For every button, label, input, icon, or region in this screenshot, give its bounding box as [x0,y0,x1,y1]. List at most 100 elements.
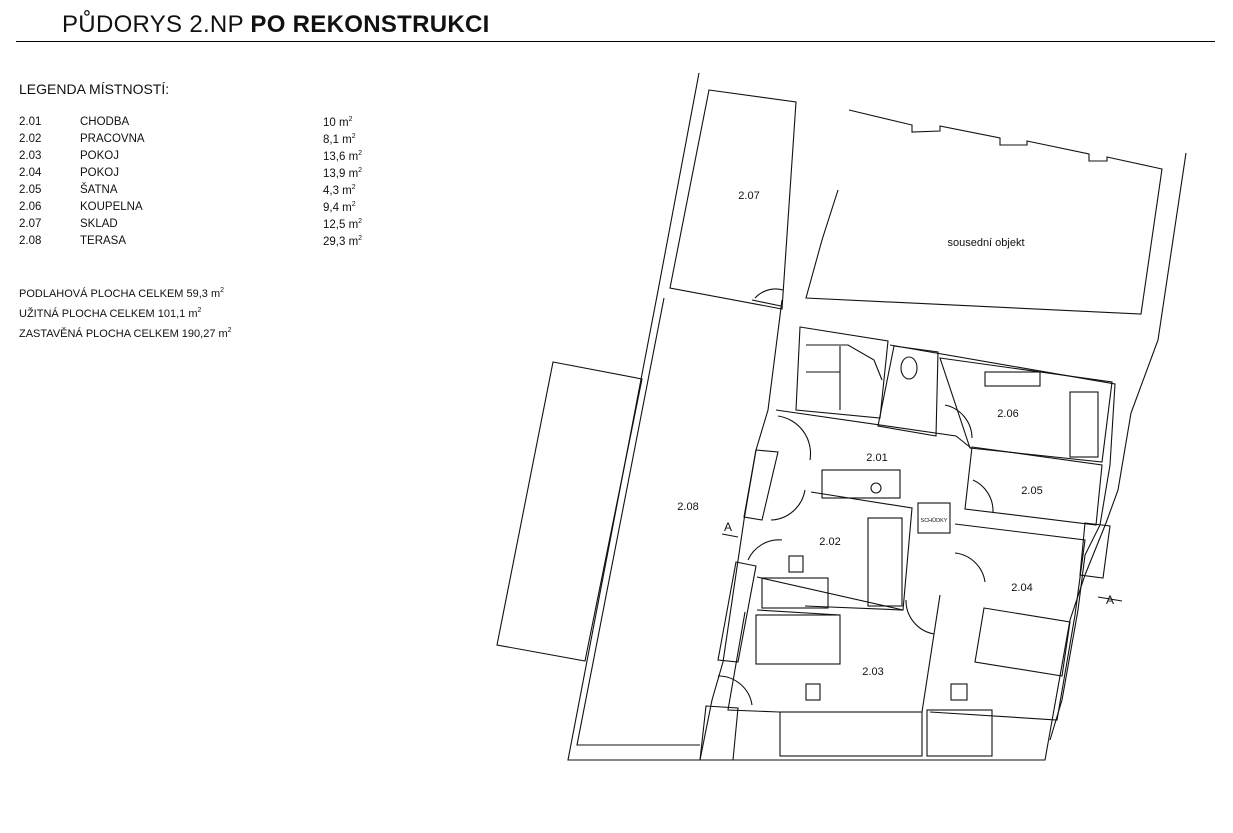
room-area-value: 13,9 m [323,168,359,180]
legend-row: 2.07 SKLAD 12,5 m2 [19,218,379,235]
bathtub [1069,391,1099,458]
room-area-value: 29,3 m [323,236,359,248]
room-area-value: 9,4 m [323,202,352,214]
door-swing [717,675,753,706]
room-label-206: 2.06 [997,408,1018,420]
room-204-outline [929,523,1086,721]
door-swing [944,404,973,439]
door-swing [972,479,994,513]
room-203-outline [727,594,941,713]
sink [870,482,882,494]
desk [761,577,829,609]
room-name: TERASA [80,235,127,247]
legend-row: 2.03 POKOJ 13,6 m2 [19,150,379,167]
legend-row: 2.01 CHODBA 10 m2 [19,116,379,133]
room-name: ŠATNA [80,184,118,196]
wall-segment [717,561,757,663]
room-area-value: 8,1 m [323,134,352,146]
room-area: 9,4 m2 [323,201,356,214]
section-mark-right: A [1106,593,1114,607]
room-name: CHODBA [80,116,130,128]
room-205-outline [964,446,1103,526]
neighbor-label: sousední objekt [947,237,1024,249]
washbasin-counter [984,371,1041,387]
title-bold: PO REKONSTRUKCI [250,11,490,38]
room-legend: 2.01 CHODBA 10 m2 2.02 PRACOVNA 8,1 m2 2… [19,116,379,252]
title-normal: PŮDORYS 2.NP [62,11,244,38]
room-202-outline [804,491,913,611]
chair-marker [805,683,821,701]
room-code: 2.05 [19,184,42,196]
room-area-value: 4,3 m [323,185,352,197]
room-area-value: 13,6 m [323,151,359,163]
usable-area-label: UŽITNÁ PLOCHA CELKEM 101,1 m [19,308,198,320]
unit-superscript: 2 [358,150,363,157]
room-area: 13,6 m2 [323,150,362,163]
plan-linework [496,72,1187,761]
section-mark-left: A [724,520,732,534]
room-code: 2.08 [19,235,42,247]
kitchen-counter [821,469,901,499]
room-area-value: 12,5 m [323,219,359,231]
bed-203 [755,614,841,665]
wall-segment [699,705,739,761]
stairs-label: SCHŮDKY [921,517,948,524]
door-swing [754,288,784,299]
floor-area-total: PODLAHOVÁ PLOCHA CELKEM 59,3 m2 [19,287,232,307]
room-label-207: 2.07 [738,190,759,202]
unit-superscript: 2 [358,235,363,242]
room-label-205: 2.05 [1021,485,1042,497]
room-area: 13,9 m2 [323,167,362,180]
terrace-edge [576,297,700,746]
terrace-slab [496,361,643,662]
corridor-north [775,409,972,449]
legend-row: 2.06 KOUPELNA 9,4 m2 [19,201,379,218]
wc-outline [877,345,939,437]
wall-segment [1079,522,1111,579]
unit-superscript: 2 [351,201,356,208]
sofa [867,517,903,607]
door-swing [905,599,935,635]
room-name: POKOJ [80,150,119,162]
bed-204 [974,607,1071,677]
legend-row: 2.08 TERASA 29,3 m2 [19,235,379,252]
room-label-202: 2.02 [819,536,840,548]
room-203-north [756,609,841,616]
room-code: 2.03 [19,150,42,162]
room-207-outline [669,89,797,310]
room-name: SKLAD [80,218,118,230]
floor-area-label: PODLAHOVÁ PLOCHA CELKEM 59,3 m [19,288,221,300]
legend-row: 2.05 ŠATNA 4,3 m2 [19,184,379,201]
room-code: 2.07 [19,218,42,230]
usable-area-total: UŽITNÁ PLOCHA CELKEM 101,1 m2 [19,307,232,327]
room-label-201: 2.01 [866,452,887,464]
room-area: 8,1 m2 [323,133,356,146]
door-swing [777,415,812,461]
room-202-south [756,576,904,611]
drawing-title: PŮDORYS 2.NP PO REKONSTRUKCI [62,11,490,39]
wall-segment [743,449,779,521]
door-swing [747,539,783,561]
title-underline [16,41,1215,42]
room-label-203: 2.03 [862,666,883,678]
unit-superscript: 2 [348,116,353,123]
stair-flight [806,344,883,381]
chair-marker [950,683,968,701]
room-206-outline [939,357,1113,463]
steps-box [917,502,951,534]
window-south-203 [779,711,923,757]
room-label-204: 2.04 [1011,582,1032,594]
room-code: 2.06 [19,201,42,213]
legend-heading: LEGENDA MÍSTNOSTÍ: [19,81,170,97]
built-area-label: ZASTAVĚNÁ PLOCHA CELKEM 190,27 m [19,328,228,340]
room-code: 2.04 [19,167,42,179]
chair-marker [788,555,804,573]
section-line [721,533,739,538]
unit-superscript: 2 [358,218,363,225]
built-area-total: ZASTAVĚNÁ PLOCHA CELKEM 190,27 m2 [19,327,232,347]
unit-superscript: 2 [197,307,202,314]
door-swing [770,489,806,521]
toilet [900,356,918,380]
room-label-208: 2.08 [677,501,698,513]
